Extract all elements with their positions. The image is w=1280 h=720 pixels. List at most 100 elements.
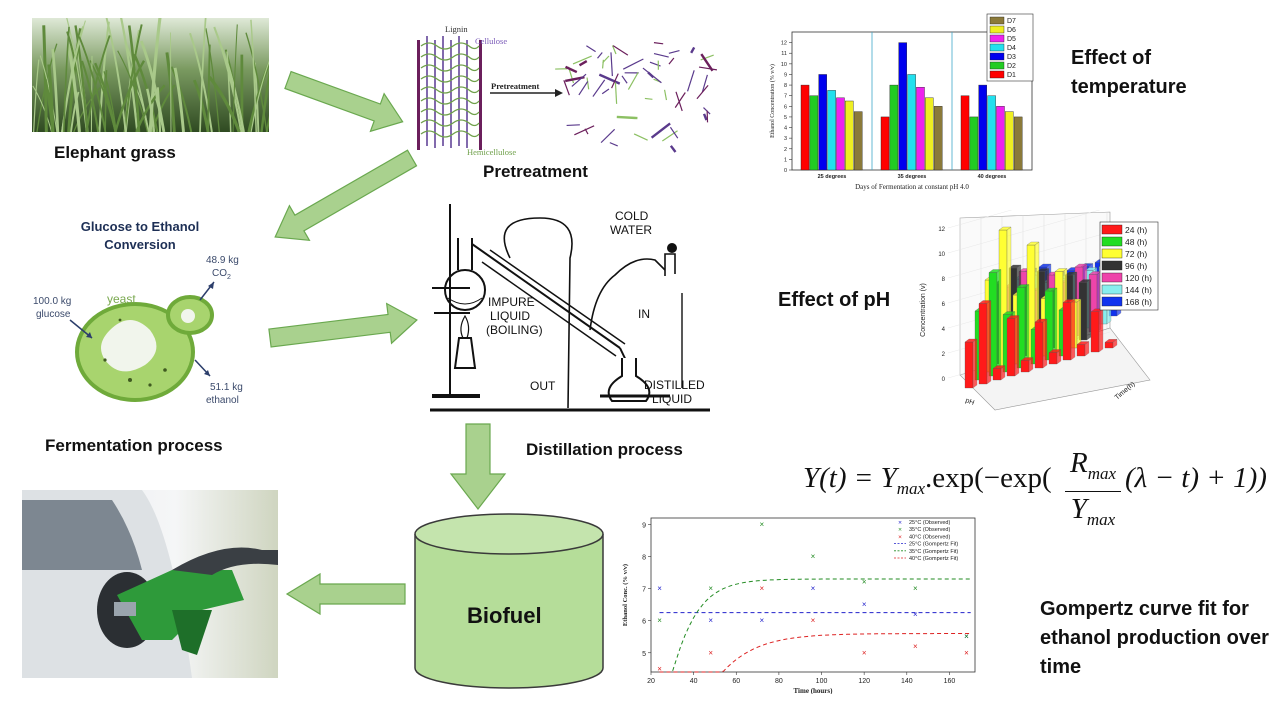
- legend-label: 48 (h): [1125, 237, 1147, 247]
- impure-liquid-label-1: IMPURE: [488, 295, 535, 309]
- y-tick-label: 7: [642, 587, 646, 594]
- y-tick-label: 4: [942, 327, 946, 333]
- label-distillation: Distillation process: [526, 440, 683, 459]
- bar-24h: [1104, 342, 1114, 349]
- water-out-label: OUT: [530, 379, 556, 393]
- bar-D6-35-degrees: [925, 97, 934, 171]
- bar-top: [1038, 263, 1052, 268]
- legend-label: 25°C (Gompertz Fit): [909, 542, 958, 548]
- co2-subscript: 2: [227, 274, 231, 281]
- legend-label: 35°C (Observed): [909, 527, 950, 533]
- point-25CObserved: ×: [760, 616, 765, 625]
- ethanol-label: ethanol: [206, 395, 239, 406]
- point-25CObserved: ×: [708, 616, 713, 625]
- x-tick-label: 120: [858, 678, 870, 685]
- fit-line-40CGompertzFit: [659, 633, 971, 673]
- glucose-label: glucose: [36, 309, 71, 320]
- bar-side: [1076, 298, 1082, 349]
- legend-swatch-D2: [989, 61, 1005, 70]
- bar-side: [1014, 315, 1020, 377]
- bar-top: [978, 300, 992, 304]
- fermentation-title-1: Glucose to Ethanol: [81, 219, 199, 234]
- bar-D5-40-degrees: [996, 106, 1005, 171]
- y-tick-label: 9: [642, 522, 646, 529]
- eq-tail: (λ − t) + 1)): [1125, 462, 1267, 494]
- y-tick-label: 3: [784, 136, 787, 142]
- water-in-label: IN: [638, 307, 650, 321]
- bar-D3-35-degrees: [898, 42, 907, 171]
- bar-top: [1084, 267, 1098, 271]
- legend-swatch-D7: [989, 16, 1005, 25]
- label-effect-temperature: Effect of temperature: [1071, 47, 1187, 98]
- legend-marker: ×: [898, 520, 902, 527]
- ethanol-amount: 51.1 kg: [210, 382, 243, 393]
- bar-top: [964, 338, 978, 343]
- bar-top: [1048, 349, 1062, 353]
- legend-label: 72 (h): [1125, 249, 1147, 259]
- x-tick-label: 60: [732, 678, 740, 685]
- elephant-grass-image: [32, 5, 291, 133]
- x-category-label: 40 degrees: [978, 174, 1007, 180]
- y-axis-label: Ethanol Concentration (% v/v): [769, 64, 776, 138]
- label-fermentation: Fermentation process: [45, 436, 223, 455]
- bar-D1-35-degrees: [880, 116, 890, 171]
- bar-24h: [1034, 321, 1044, 369]
- eq-lhs: Y(t) = Y: [803, 462, 897, 494]
- fermentation-diagram: Glucose to Ethanol Conversion yeast 100.…: [30, 210, 260, 415]
- legend-swatch-D1: [989, 70, 1005, 79]
- x-tick-label: 20: [647, 678, 655, 685]
- legend-swatch: [1101, 284, 1123, 295]
- arrow-distillation-to-biofuel: [449, 423, 507, 510]
- legend-label: 168 (h): [1125, 297, 1152, 307]
- y-tick-label: 6: [642, 619, 646, 626]
- legend-swatch: [1101, 236, 1123, 247]
- distillation-apparatus: [430, 204, 710, 412]
- bar-top: [998, 226, 1012, 231]
- y-tick-label: 2: [942, 352, 946, 358]
- eq-rmax-sub: max: [1087, 463, 1117, 483]
- point-35CObserved: ×: [708, 584, 713, 593]
- legend-swatch-D5: [989, 34, 1005, 43]
- y-tick-label: 7: [784, 94, 787, 100]
- pretreatment-diagram: Lignin Cellulose Hemicellulose Pretreatm…: [405, 18, 725, 158]
- co2-label: CO: [212, 268, 227, 279]
- point-25CObserved: ×: [862, 600, 867, 609]
- legend-swatch-D3: [989, 52, 1005, 61]
- x-tick-label: 140: [901, 678, 913, 685]
- point-35CObserved: ×: [913, 584, 918, 593]
- bar-top: [1008, 264, 1022, 269]
- legend-label-D7: D7: [1007, 18, 1016, 25]
- legend-label: 144 (h): [1125, 285, 1152, 295]
- bar-top: [992, 365, 1006, 369]
- y-axis-label: Concentration (v): [920, 283, 927, 337]
- bar-D6-25-degrees: [845, 100, 854, 171]
- bar-D4-35-degrees: [907, 74, 916, 171]
- bar-D6-40-degrees: [1005, 111, 1014, 171]
- bar-D2-25-degrees: [809, 95, 819, 171]
- svg-text:CO2: CO2: [212, 268, 231, 281]
- bar-side: [986, 300, 992, 385]
- legend-swatch: [1101, 260, 1123, 271]
- cellulose-label: Cellulose: [475, 36, 507, 46]
- arrow-biofuel-to-vehicle: [285, 572, 406, 616]
- y-tick-label: 12: [781, 41, 787, 47]
- point-35CObserved: ×: [964, 632, 969, 641]
- point-40CObserved: ×: [760, 584, 765, 593]
- bar-D3-25-degrees: [818, 74, 827, 171]
- bar-D4-40-degrees: [987, 95, 996, 171]
- point-40CObserved: ×: [657, 664, 662, 673]
- bar-top: [1036, 268, 1050, 272]
- y-tick-label: 0: [784, 168, 787, 174]
- bar-D2-35-degrees: [889, 84, 899, 171]
- glucose-amount: 100.0 kg: [33, 296, 71, 307]
- x-tick-label: 100: [816, 678, 828, 685]
- y-tick-label: 9: [784, 72, 787, 78]
- legend-label: 35°C (Gompertz Fit): [909, 549, 958, 555]
- point-35CObserved: ×: [811, 552, 816, 561]
- label-effect-ph: Effect of pH: [778, 289, 891, 311]
- arrow-pretreatment-to-fermentation: [274, 149, 418, 242]
- y-tick-label: 1: [784, 157, 787, 163]
- label-biofuel: Biofuel: [467, 603, 542, 628]
